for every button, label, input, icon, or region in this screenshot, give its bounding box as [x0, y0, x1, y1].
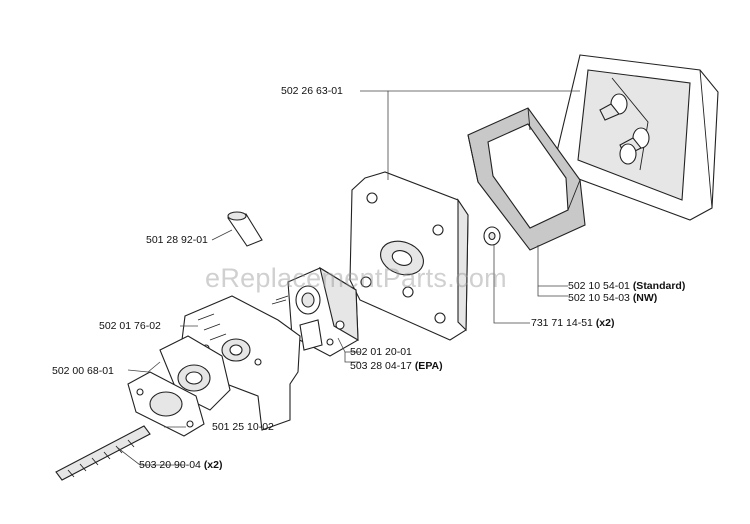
air-filter-cover-drawing	[554, 54, 719, 221]
label-air-filter-nw-number: 502 10 54-03	[568, 292, 630, 304]
label-washer-qty: (x2)	[595, 317, 615, 329]
label-air-filter-standard: 502 10 54-01 (Standard)	[568, 280, 685, 292]
label-air-filter-nw-note: (NW)	[632, 292, 658, 304]
label-stud-number: 503 20 90-04	[139, 459, 201, 471]
fuel-hose-drawing	[227, 211, 263, 247]
label-carburetor-epa-note: (EPA)	[414, 360, 443, 372]
stud-drawing	[55, 425, 151, 481]
label-washer: 731 71 14-51 (x2)	[531, 317, 615, 329]
washer-drawing	[483, 226, 501, 246]
carburetor-drawing	[271, 266, 359, 357]
label-stud: 503 20 90-04 (x2)	[139, 459, 223, 471]
label-air-filter-nw: 502 10 54-03 (NW)	[568, 292, 657, 304]
label-intake-boot: 502 00 68-01	[52, 365, 114, 377]
label-carburetor-epa-number: 503 28 04-17	[350, 360, 412, 372]
label-carburetor: 502 01 20-01	[350, 346, 412, 358]
filter-base-drawing	[349, 171, 469, 341]
label-gasket: 501 25 10-02	[212, 421, 274, 433]
label-fuel-hose: 501 28 92-01	[146, 234, 208, 246]
gasket-drawing	[127, 371, 205, 437]
label-air-filter-cover: 502 26 63-01	[281, 85, 343, 97]
label-washer-number: 731 71 14-51	[531, 317, 593, 329]
air-filter-drawing	[467, 107, 586, 251]
heat-shield-drawing	[181, 295, 301, 431]
leader-lines	[117, 90, 580, 466]
label-air-filter-standard-number: 502 10 54-01	[568, 280, 630, 292]
label-carburetor-epa: 503 28 04-17 (EPA)	[350, 360, 443, 372]
label-air-filter-standard-note: (Standard)	[632, 280, 686, 292]
watermark: eReplacementParts.com	[205, 263, 507, 293]
label-heat-shield: 502 01 76-02	[99, 320, 161, 332]
label-stud-qty: (x2)	[203, 459, 223, 471]
